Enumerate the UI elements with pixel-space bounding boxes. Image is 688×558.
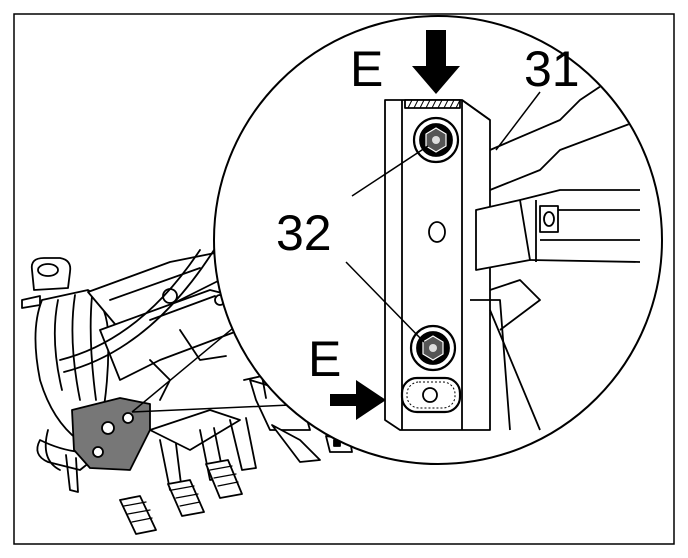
callout-wedge-lower <box>131 403 313 413</box>
leader-line-32-lower <box>345 261 425 343</box>
bolt-upper <box>412 116 460 164</box>
arrow-right-icon <box>330 380 386 420</box>
mark-e-top: E <box>350 41 383 97</box>
part-number-32: 32 <box>276 205 332 261</box>
bolt-lower <box>409 324 457 372</box>
diagram-border <box>13 13 675 545</box>
detail-view <box>213 15 663 465</box>
leader-line-31 <box>495 91 541 151</box>
mark-e-bottom: E <box>308 331 341 387</box>
part-number-31: 31 <box>524 41 580 97</box>
arrow-down-icon <box>412 30 460 94</box>
leader-line-32-upper <box>351 145 429 197</box>
